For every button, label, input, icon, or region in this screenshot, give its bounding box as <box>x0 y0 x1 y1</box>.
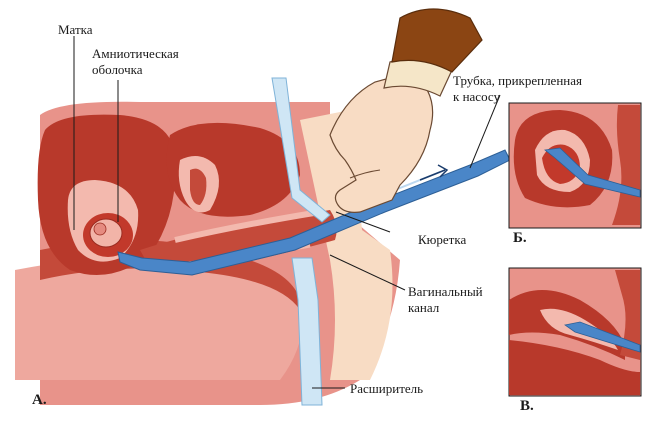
leader-vaginal <box>329 254 406 291</box>
hand-finger <box>349 169 381 179</box>
label-vaginal-1: Вагинальный <box>408 284 483 299</box>
canal-lining <box>174 209 321 243</box>
label-dilator: Расширитель <box>350 381 424 396</box>
upper-organ-core <box>190 168 207 205</box>
panel-v-instrument <box>564 321 641 353</box>
panel-label-v: В. <box>520 398 534 414</box>
glove <box>391 8 483 73</box>
label-amniotic-1: Амниотическая <box>92 46 179 61</box>
dilator-upper <box>271 77 331 223</box>
embryo-head <box>93 222 107 236</box>
skin-region <box>300 110 393 380</box>
embryo <box>89 218 123 248</box>
lower-tissue <box>15 256 303 380</box>
panel-v-lower-tissue <box>509 340 640 395</box>
label-uterus: Матка <box>58 22 93 37</box>
label-tube-2: к насосу <box>453 89 500 104</box>
panel-label-b: Б. <box>513 230 527 246</box>
leader-tube <box>469 94 501 169</box>
label-tube-1: Трубка, прикрепленная <box>453 73 582 88</box>
vaginal-canal <box>140 210 337 273</box>
leader-curette <box>335 211 391 233</box>
label-curette: Кюретка <box>418 232 467 247</box>
dilator-lower <box>291 257 323 406</box>
tube-arrow <box>419 164 449 181</box>
label-amniotic-2: оболочка <box>92 62 143 77</box>
panel-b-instrument <box>544 147 641 198</box>
panel-label-a: А. <box>32 392 47 408</box>
panel-v-right-tissue <box>615 270 640 360</box>
label-vaginal-2: канал <box>408 300 440 315</box>
